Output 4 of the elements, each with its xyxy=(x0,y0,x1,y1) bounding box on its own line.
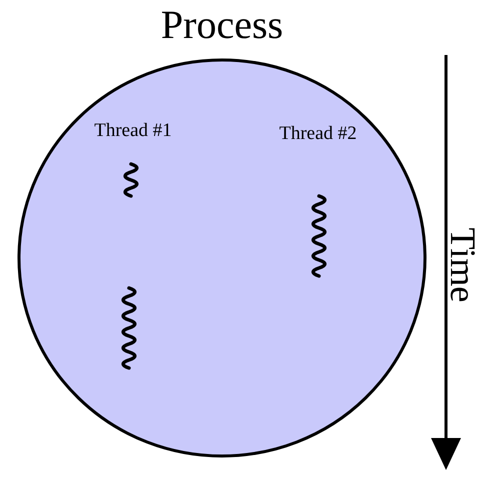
axis-label: Time xyxy=(442,228,480,302)
thread-label: Thread #2 xyxy=(279,124,357,145)
process-title: Process xyxy=(160,2,284,48)
thread-label: Thread #1 xyxy=(94,121,172,142)
